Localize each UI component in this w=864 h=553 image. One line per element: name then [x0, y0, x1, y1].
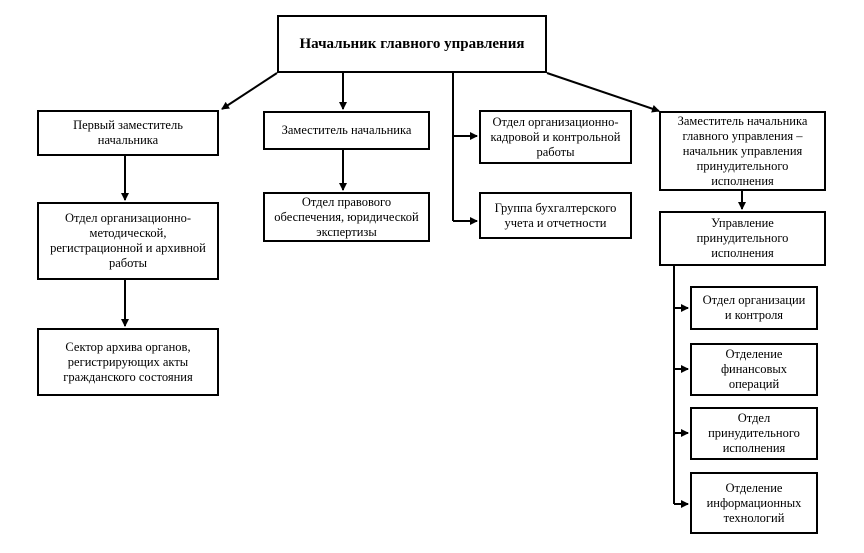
org-control-department-box: Отдел организации и контроля: [690, 286, 818, 330]
it-department-label: Отделение информационных технологий: [706, 480, 802, 525]
connector-root-deputy-enforcement: [546, 72, 660, 113]
accounting-group-label: Группа бухгалтерского учета и отчетности: [494, 200, 617, 230]
archive-sector-box: Сектор архива органов, регистрирующих ак…: [37, 328, 219, 396]
archive-sector-label: Сектор архива органов, регистрирующих ак…: [63, 339, 193, 384]
first-deputy-label: Первый заместитель начальника: [73, 118, 183, 147]
enforcement-department-label: Отдел принудительного исполнения: [708, 411, 800, 455]
enforcement-department-box: Отдел принудительного исполнения: [690, 407, 818, 460]
it-department-box: Отделение информационных технологий: [690, 472, 818, 534]
deputy-enforcement-box: Заместитель начальника главного управлен…: [659, 111, 826, 191]
connector-root-first-deputy: [221, 72, 278, 110]
deputy-enforcement-label: Заместитель начальника главного управлен…: [677, 113, 808, 188]
financial-operations-box: Отделение финансовых операций: [690, 343, 818, 396]
deputy-label: Заместитель начальника: [281, 123, 412, 137]
accounting-group-box: Группа бухгалтерского учета и отчетности: [479, 192, 632, 239]
financial-operations-label: Отделение финансовых операций: [720, 347, 788, 391]
enforcement-directorate-label: Управление принудительного исполнения: [696, 216, 789, 260]
legal-department-box: Отдел правового обеспечения, юридической…: [263, 192, 430, 242]
legal-department-label: Отдел правового обеспечения, юридической…: [274, 194, 419, 239]
head-of-main-directorate-label: Начальник главного управления: [299, 35, 525, 52]
enforcement-directorate-box: Управление принудительного исполнения: [659, 211, 826, 266]
hr-control-department-box: Отдел организационно-кадровой и контроль…: [479, 110, 632, 164]
org-control-department-label: Отдел организации и контроля: [702, 293, 806, 322]
first-deputy-box: Первый заместитель начальника: [37, 110, 219, 156]
deputy-box: Заместитель начальника: [263, 111, 430, 150]
head-of-main-directorate-box: Начальник главного управления: [277, 15, 547, 73]
hr-control-department-label: Отдел организационно-кадровой и контроль…: [490, 114, 621, 159]
omr-department-label: Отдел организационно-методической, регис…: [50, 211, 206, 270]
omr-department-box: Отдел организационно-методической, регис…: [37, 202, 219, 280]
